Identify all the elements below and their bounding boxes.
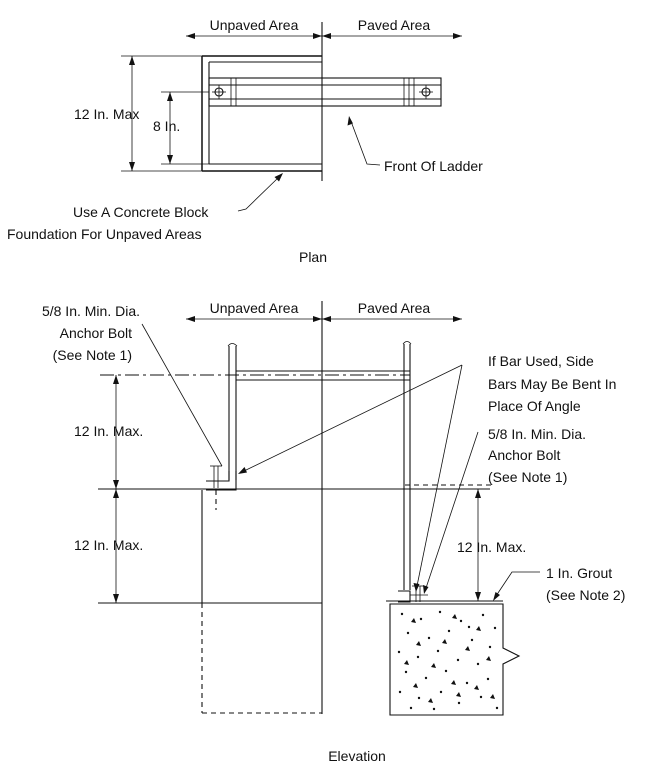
elevation-left-anchor-leader	[141, 323, 223, 467]
elevation-grout-label-line1: 1 In. Grout	[546, 565, 612, 581]
elevation-bar-note-line1: If Bar Used, Side	[488, 353, 594, 369]
plan-view: Unpaved Area Paved Area	[7, 17, 483, 265]
elevation-lower-12in-label: 12 In. Max.	[74, 537, 143, 553]
plan-anchor-bolt-left	[212, 85, 226, 99]
elevation-left-anchor-label-line1: 5/8 In. Min. Dia.	[42, 303, 140, 319]
elevation-view: Unpaved Area Paved Area	[42, 300, 625, 764]
elevation-left-ladder-rail	[206, 343, 410, 510]
plan-foundation-label-line2: Foundation For Unpaved Areas	[7, 226, 202, 242]
elevation-right-anchor-label-line2: Anchor Bolt	[488, 447, 560, 463]
elevation-right-anchor-label-line1: 5/8 In. Min. Dia.	[488, 426, 586, 442]
plan-paved-label: Paved Area	[358, 17, 431, 33]
elevation-right-12in-dimension	[475, 489, 481, 601]
plan-paved-dimension	[322, 33, 462, 39]
elevation-left-anchor-label-line3: (See Note 1)	[53, 347, 132, 363]
elevation-unpaved-label: Unpaved Area	[210, 300, 299, 316]
plan-foundation-label-line1: Use A Concrete Block	[73, 204, 209, 220]
elevation-title: Elevation	[328, 748, 386, 764]
elevation-right-anchor-label-line3: (See Note 1)	[488, 469, 567, 485]
elevation-grout-label-line2: (See Note 2)	[546, 587, 625, 603]
elevation-paved-dimension	[322, 316, 462, 322]
plan-front-leader	[347, 116, 381, 166]
elevation-bar-note-line2: Bars May Be Bent In	[488, 376, 616, 392]
plan-unpaved-dimension	[186, 33, 322, 39]
elevation-lower-12in-dimension	[113, 489, 119, 603]
plan-8in-label: 8 In.	[153, 118, 180, 134]
elevation-right-ladder-rail	[398, 341, 428, 603]
concrete-stipple	[397, 610, 499, 711]
elevation-unpaved-dimension	[186, 316, 322, 322]
plan-front-label: Front Of Ladder	[384, 158, 483, 174]
plan-8in-dimension	[161, 91, 209, 165]
plan-unpaved-label: Unpaved Area	[210, 17, 299, 33]
elevation-upper-12in-dimension	[113, 375, 119, 489]
elevation-grout-leader	[493, 571, 540, 601]
elevation-left-anchor-label-line2: Anchor Bolt	[60, 325, 132, 341]
plan-title: Plan	[299, 249, 327, 265]
plan-12in-label: 12 In. Max	[74, 106, 139, 122]
plan-anchor-bolt-right	[419, 85, 433, 99]
elevation-bar-note-line3: Place Of Angle	[488, 398, 581, 414]
elevation-left-foundation-block	[201, 490, 322, 714]
plan-foundation-block	[201, 55, 322, 172]
elevation-paved-label: Paved Area	[358, 300, 431, 316]
plan-ladder-rail	[208, 77, 442, 107]
plan-12in-dimension	[121, 55, 202, 172]
elevation-bar-note-leaders	[238, 364, 463, 592]
elevation-right-12in-label: 12 In. Max.	[457, 539, 526, 555]
elevation-upper-12in-label: 12 In. Max.	[74, 423, 143, 439]
concrete-aggregate	[404, 614, 495, 703]
elevation-concrete-pad	[386, 600, 521, 716]
elevation-right-anchor-leader	[423, 431, 479, 594]
plan-foundation-leader	[237, 173, 283, 212]
